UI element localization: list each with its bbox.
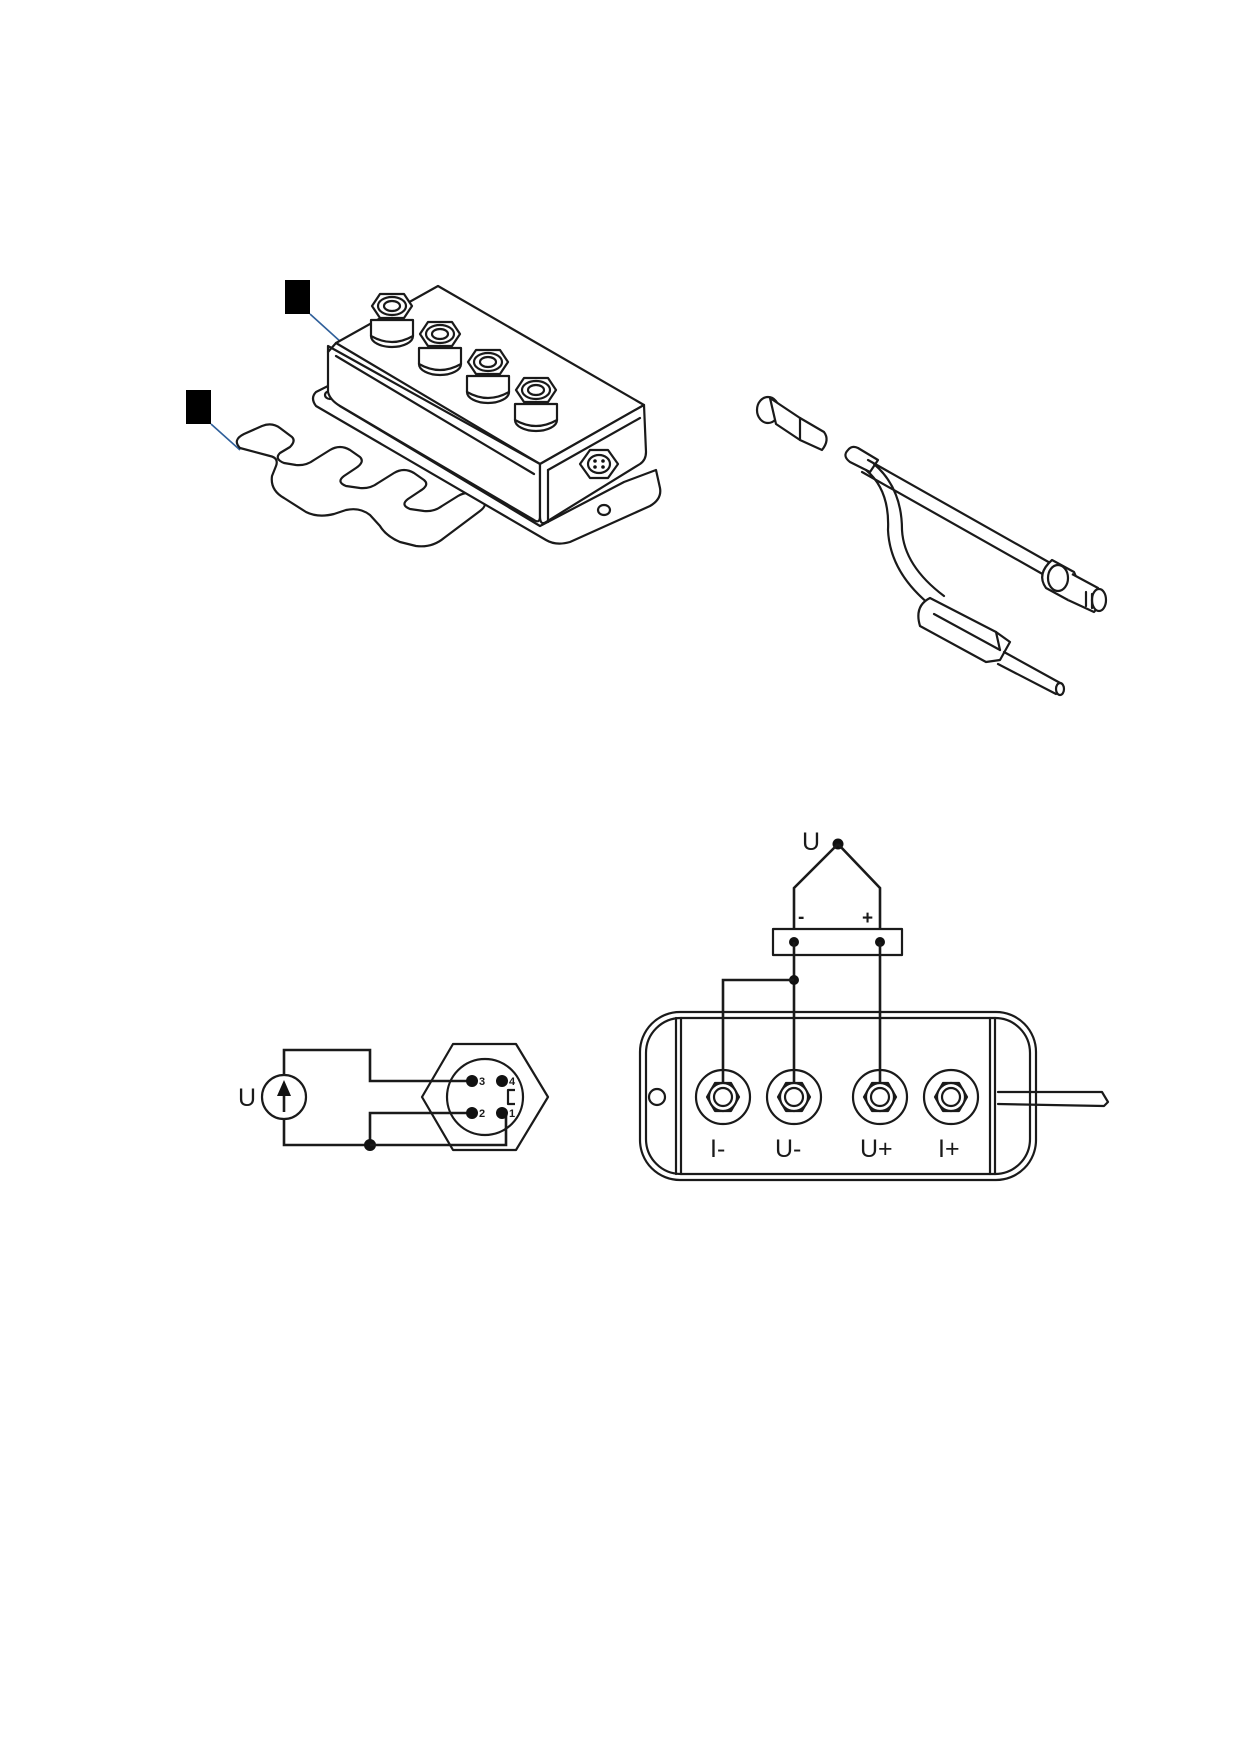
connector-hex-nut [420,1042,550,1152]
box-side-edge-line [546,416,642,472]
callout-leader-bar [210,423,241,451]
box-voltage-label: U [802,828,820,856]
polarity-plus-label: + [862,908,873,929]
cable-plug-right [1041,558,1108,614]
cable-gland-1 [369,292,415,349]
cable-tail [1002,650,1064,686]
terminal-gland-u-plus [851,1068,909,1126]
cable-sleeve [917,596,1012,664]
wire-voltage-plus [837,843,882,942]
connector-voltage-label: U [238,1084,256,1112]
flange-hole-right [596,503,612,517]
cable-gland-2 [417,320,463,377]
terminal-gland-u-minus [765,1068,823,1126]
connector-pin-label-4: 4 [509,1076,516,1088]
connector-pin-label-1: 1 [509,1108,515,1120]
box-front-edge-line [334,354,536,476]
connector-pin-1 [496,1107,508,1119]
side-connector-socket [578,448,620,480]
connector-pin-2 [466,1107,478,1119]
connector-pin-4 [496,1075,508,1087]
terminal-label-i-plus: I+ [938,1135,960,1163]
y-cable-branch-long [866,458,1054,566]
connector-pin-3 [466,1075,478,1087]
terminal-gland-i-plus [922,1068,980,1126]
box-outgoing-cable [996,1090,1110,1108]
cable-gland-4 [513,376,559,433]
wire-source-top [282,1048,468,1083]
connector-face [445,1057,525,1137]
box-wiring-diagram: U - + [638,828,1110,1182]
connector-key-notch [506,1088,515,1106]
callout-marker-box [285,280,310,314]
connector-wiring-diagram: U 3 4 2 1 [238,1042,550,1152]
terminal-label-u-plus: U+ [860,1135,893,1163]
cable-plug-left-tip [798,416,828,452]
connector-pin-label-2: 2 [479,1108,485,1120]
box-top-bevel [326,341,338,354]
box-outer-outline [638,1010,1038,1182]
terminal-label-i-minus: I- [710,1135,725,1163]
wire-jumper-pin1 [370,1113,508,1147]
connector-pin-label-3: 3 [479,1076,485,1088]
box-mount-hole [647,1087,667,1107]
shorting-bar [235,423,487,548]
wire-voltage-minus [792,843,839,942]
wire-i-minus [721,978,794,1095]
callout-marker-bar [186,390,211,424]
junction-box-illustration [186,280,662,548]
y-cable-trunk [844,445,880,474]
cable-gland-3 [465,348,511,405]
terminal-label-u-minus: U- [775,1135,801,1163]
polarity-minus-label: - [798,907,804,928]
y-cable-branch-short [864,468,936,610]
box-base-flange [311,384,662,545]
y-cable-illustration [755,395,1108,697]
callout-leader-box [309,313,343,344]
box-inner-outline [644,1016,1032,1176]
